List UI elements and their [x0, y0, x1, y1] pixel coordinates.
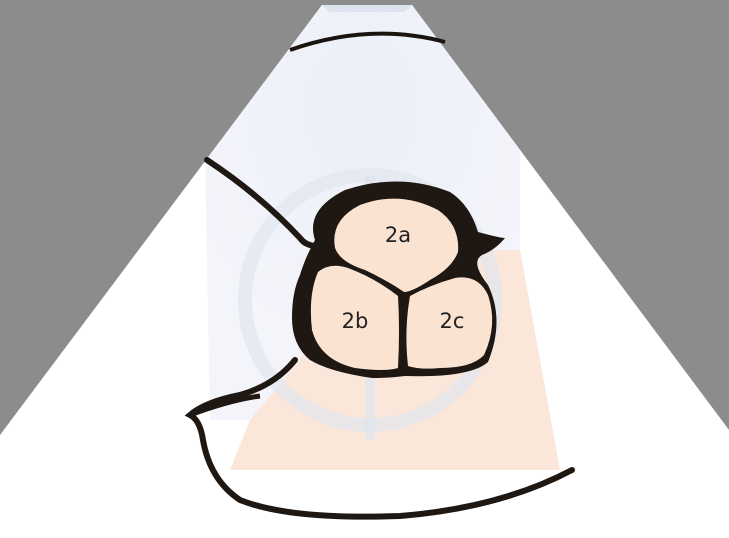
label-2c: 2c — [440, 309, 465, 333]
label-2a: 2a — [385, 223, 411, 247]
label-2b: 2b — [342, 309, 369, 333]
probe-tip — [322, 5, 412, 12]
